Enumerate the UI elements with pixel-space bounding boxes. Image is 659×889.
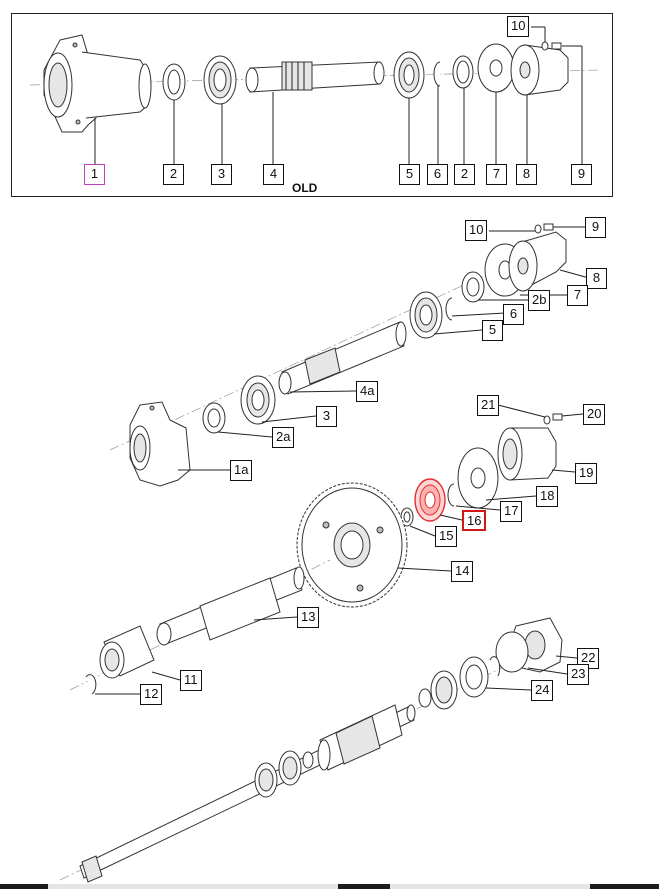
old-housing-flange [43,34,152,133]
old-callout-7: 7 [486,164,507,185]
housing-flange-1a [129,401,191,487]
old-section-label: OLD [292,181,318,195]
old-callout-6: 6 [427,164,448,185]
lower-leader-lines [95,616,298,695]
callout-17: 17 [500,501,523,522]
callout-19: 19 [575,463,598,484]
old-callout-2b: 2 [454,164,475,185]
old-snap-ring [433,61,441,87]
old-splined-shaft [245,61,385,93]
bearing-lower-2 [278,750,302,786]
old-leader-lines [94,26,583,165]
bottom-leader-lines [485,655,578,691]
callout-9: 9 [585,217,606,238]
callout-24: 24 [531,680,554,701]
old-seal-ring [162,63,186,101]
callout-2b: 2b [528,290,551,311]
bearing-3 [240,375,276,425]
old-bearing [203,55,237,105]
bearing-lower-1 [430,670,458,710]
old-assembly-frame [11,13,613,197]
spur-gear-14 [296,482,408,608]
shim-plate-24 [459,656,489,698]
snap-ring-6 [445,297,453,321]
snap-ring-17 [447,483,455,507]
upper-leader-lines [178,226,590,471]
old-end-cap [510,44,569,96]
middle-leader-lines [397,404,584,572]
old-bolt [541,41,562,51]
bolt-9 [534,223,554,234]
old-callout-1: 1 [84,164,105,185]
splined-shaft-13 [156,566,305,646]
callout-15: 15 [435,526,458,547]
old-bearing-2 [393,51,425,99]
callout-6: 6 [503,304,524,325]
callout-23: 23 [567,664,590,685]
callout-18: 18 [536,486,559,507]
bolt-20 [543,413,563,425]
old-callout-3: 3 [211,164,232,185]
spacer-lower [418,688,432,708]
coupling-sleeve-11 [99,625,155,679]
bottom-scrollbar-strip [0,884,659,889]
callout-4a: 4a [356,381,379,402]
callout-16-highlighted: 16 [462,510,487,531]
old-callout-5: 5 [399,164,420,185]
main-splined-shaft [79,704,416,883]
callout-7: 7 [567,285,588,306]
callout-2a: 2a [272,427,295,448]
callout-21: 21 [477,395,500,416]
splined-shaft-4a [278,321,407,395]
snap-ring-lower [489,656,501,677]
bearing-lower-3 [254,762,278,798]
callout-1a: 1a [230,460,253,481]
callout-3: 3 [316,406,337,427]
old-callout-4: 4 [263,164,284,185]
gasket-23 [495,631,529,673]
callout-10: 10 [465,220,488,241]
seal-ring-2b [461,271,485,303]
callout-13: 13 [297,607,320,628]
callout-8: 8 [586,268,607,289]
old-callout-2: 2 [163,164,184,185]
old-callout-9: 9 [571,164,592,185]
bearing-cap-19 [497,427,557,481]
washer-15 [400,507,414,527]
callout-20: 20 [583,404,606,425]
callout-14: 14 [451,561,474,582]
end-cap-8 [508,231,567,292]
bearing-5 [409,291,443,339]
seal-ring-2a [202,402,226,434]
callout-12: 12 [140,684,163,705]
snap-ring-12 [85,674,97,695]
old-seal-ring-2 [452,55,474,89]
bearing-16-highlighted [414,478,446,522]
callout-5: 5 [482,320,503,341]
spacer-lower-2 [302,751,314,769]
shim-plate-18 [457,447,499,509]
old-callout-8: 8 [516,164,537,185]
old-callout-10: 10 [507,16,530,37]
old-shim-plate [477,43,515,93]
callout-11: 11 [180,670,202,691]
